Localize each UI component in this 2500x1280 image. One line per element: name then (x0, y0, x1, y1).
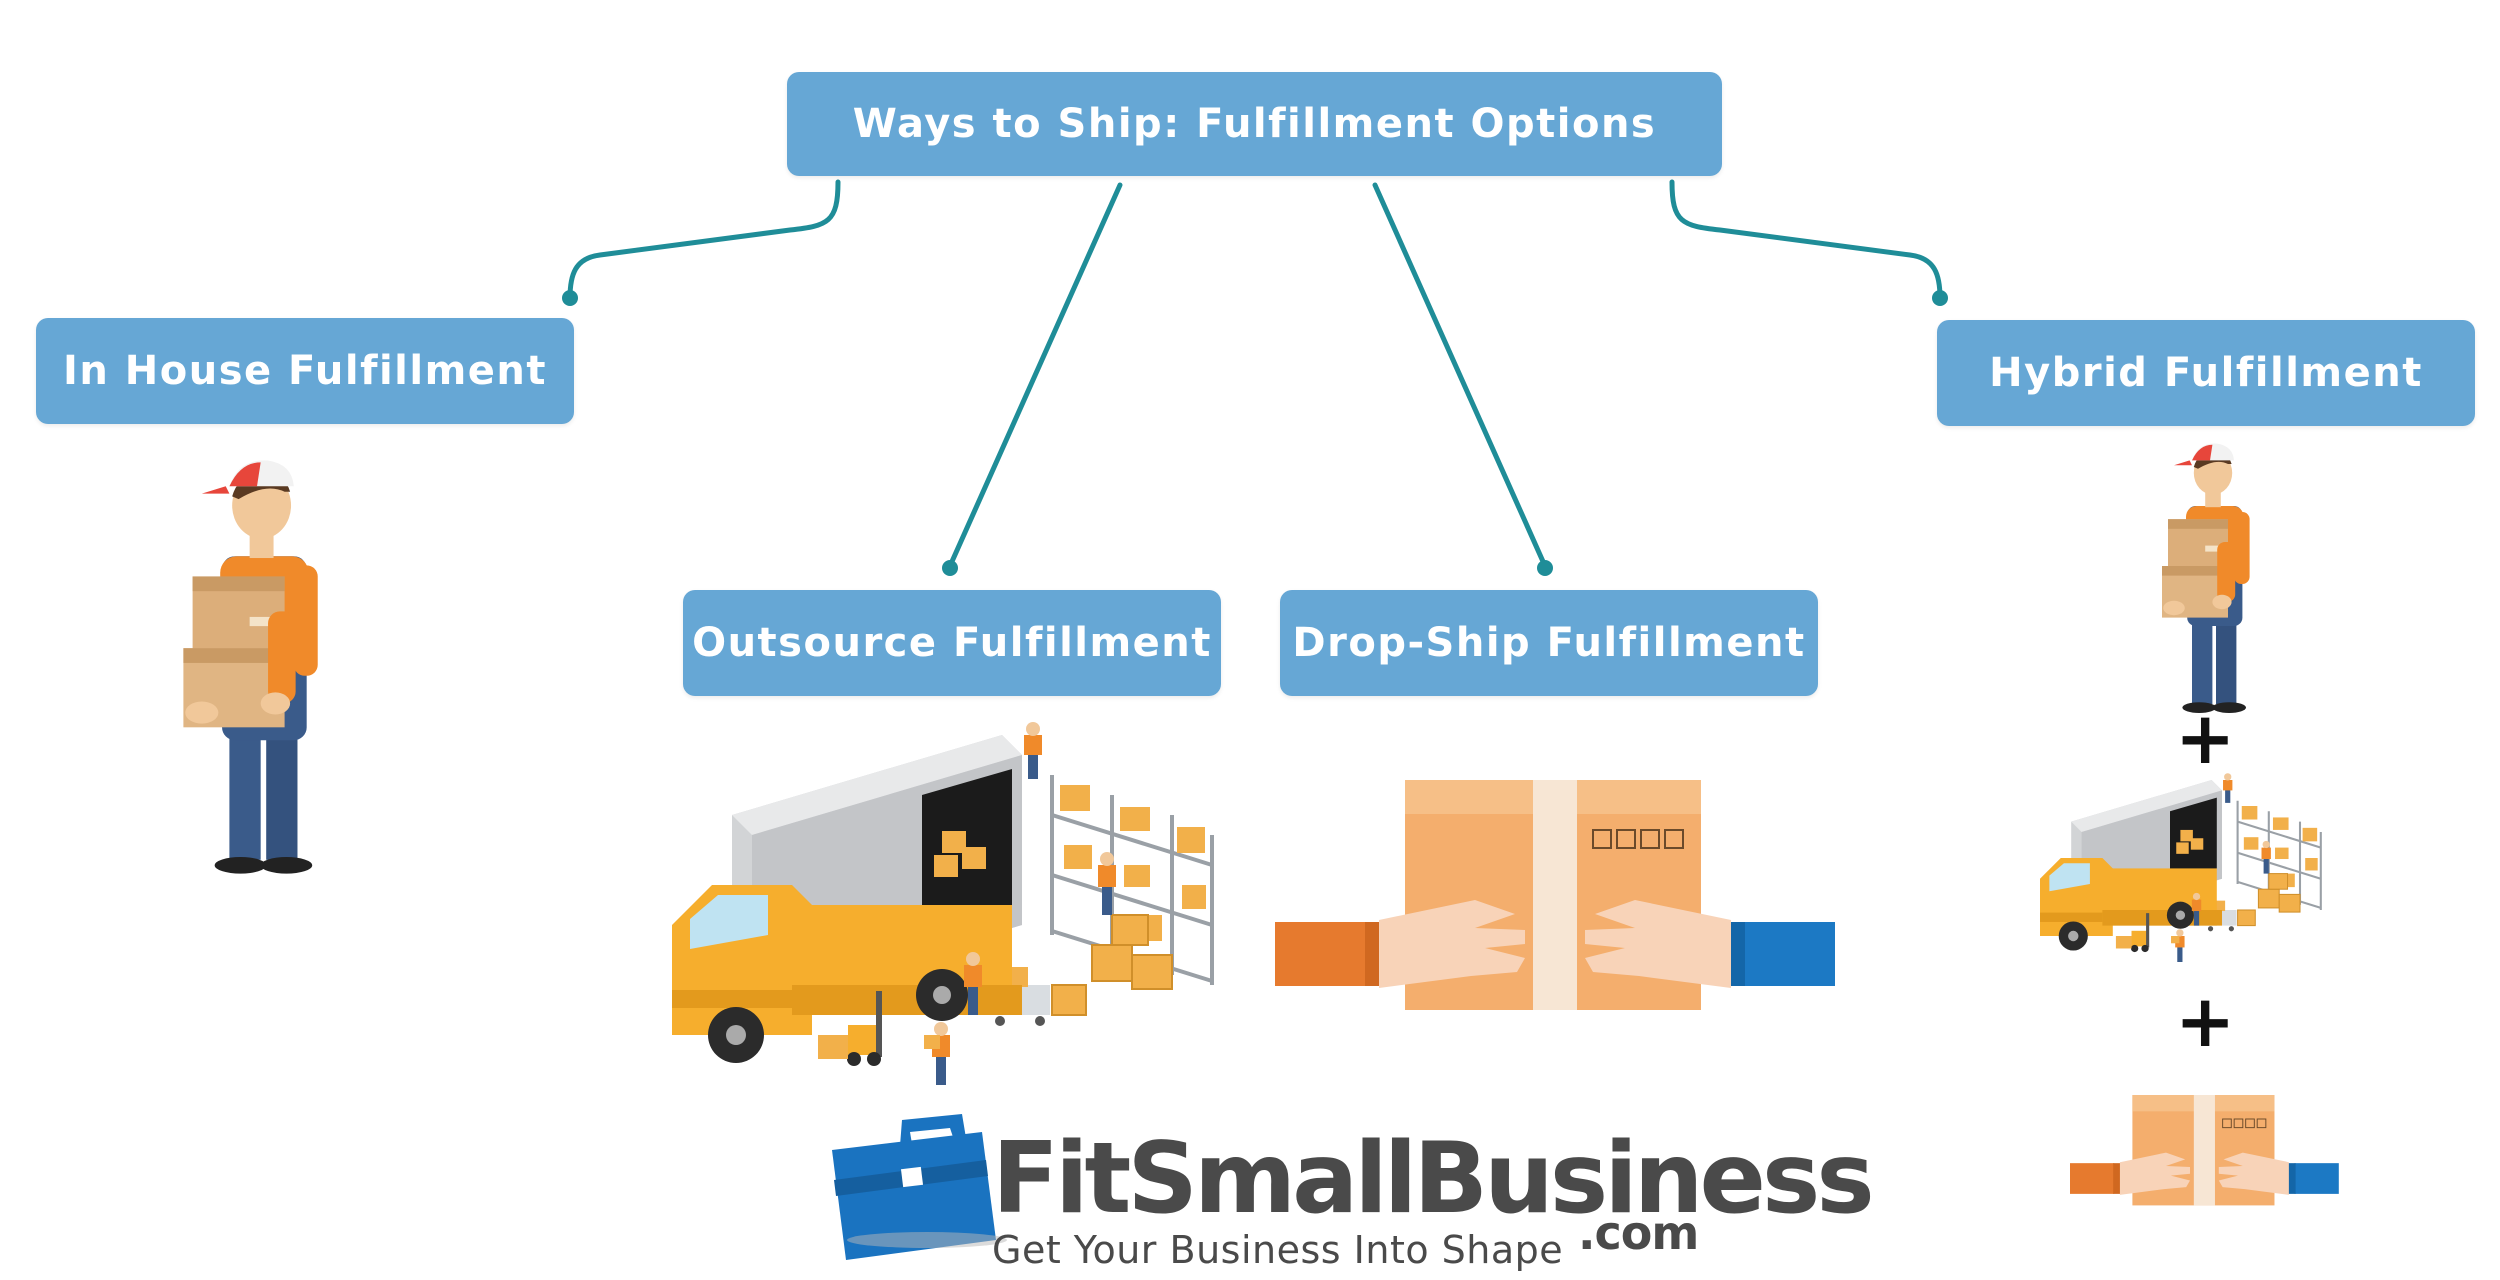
logo-tagline: Get Your Business Into Shape (992, 1228, 1564, 1272)
option-node-outsource: Outsource Fulfillment (683, 590, 1221, 696)
option-label-drop-ship: Drop-Ship Fulfillment (1292, 620, 1806, 666)
handoff-box-icon (1274, 779, 1836, 1011)
logo-name: FitSmallBusiness (992, 1122, 1875, 1236)
connector-hybrid (1669, 179, 1943, 301)
option-node-drop-ship: Drop-Ship Fulfillment (1280, 590, 1818, 696)
option-label-outsource: Outsource Fulfillment (692, 620, 1212, 666)
hybrid-plus-2: + (2175, 979, 2236, 1063)
connector-dot-drop-ship (1537, 560, 1553, 576)
worker-with-boxes-icon (183, 460, 318, 874)
connector-dot-outsource (942, 560, 958, 576)
hybrid-worker-icon (2162, 443, 2250, 713)
connector-outsource (947, 182, 1123, 569)
connector-dot-hybrid (1932, 290, 1948, 306)
connector-in-house (567, 179, 841, 301)
connector-dot-in-house (562, 290, 578, 306)
option-node-hybrid: Hybrid Fulfillment (1937, 320, 2475, 426)
logo-suffix: .com (1578, 1206, 1699, 1260)
option-node-in-house: In House Fulfillment (36, 318, 574, 424)
hybrid-warehouse-truck-icon (2038, 772, 2322, 964)
logo: FitSmallBusiness Get Your Business Into … (992, 1122, 1875, 1272)
option-label-hybrid: Hybrid Fulfillment (1989, 350, 2423, 396)
root-node-label: Ways to Ship: Fulfillment Options (852, 101, 1657, 147)
warehouse-truck-icon (670, 720, 1214, 1087)
connector-drop-ship (1372, 182, 1548, 569)
hybrid-handoff-box-icon (2069, 1094, 2340, 1206)
briefcase-logo-icon (832, 1114, 1007, 1260)
option-label-in-house: In House Fulfillment (62, 348, 548, 394)
root-node: Ways to Ship: Fulfillment Options (787, 72, 1722, 176)
hybrid-plus-1: + (2175, 696, 2236, 780)
